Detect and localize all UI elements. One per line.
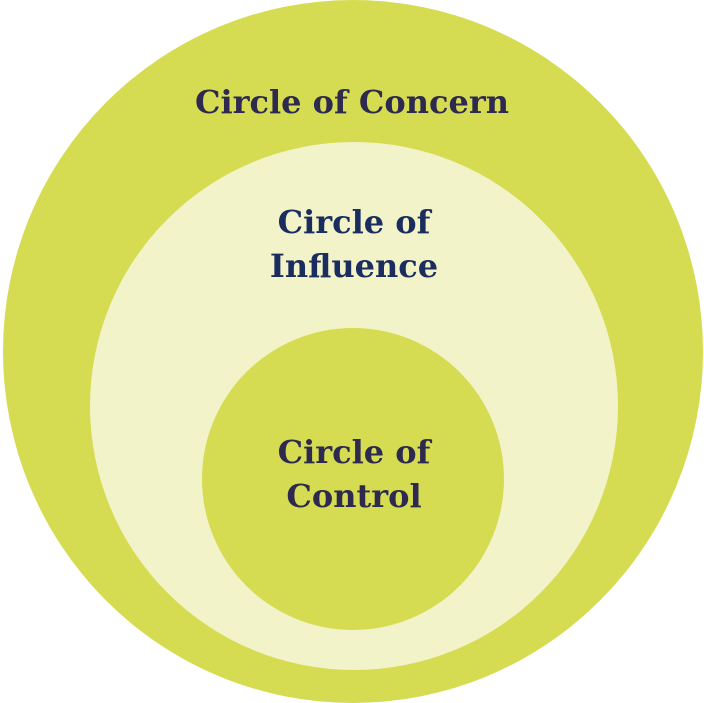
circle-of-concern-label: Circle of Concern [0, 80, 704, 124]
circle-of-influence-line1: Circle of [277, 203, 431, 241]
circle-of-control-label: Circle of Control [204, 430, 504, 518]
circle-of-control-line1: Circle of [277, 433, 431, 471]
circle-of-concern-text: Circle of Concern [195, 83, 509, 121]
circle-of-influence-label: Circle of Influence [204, 200, 504, 288]
circle-of-control-line2: Control [286, 477, 422, 515]
circle-of-control [202, 328, 504, 630]
circle-of-influence-line2: Influence [269, 247, 439, 285]
